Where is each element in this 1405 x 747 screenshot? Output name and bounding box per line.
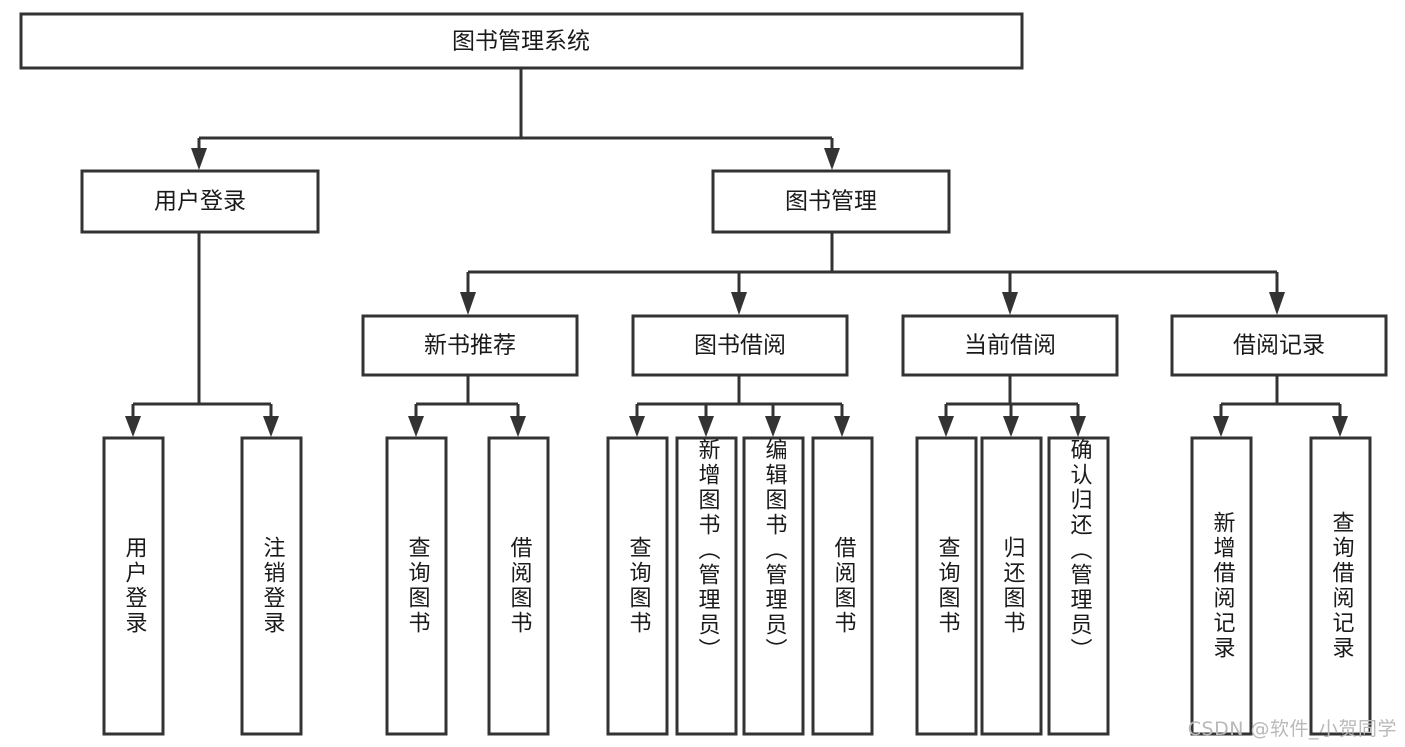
connector-group-current-borrow: [938, 375, 1086, 437]
node-current-borrow-rect: [901, 314, 1119, 377]
leaf-rect-current-borrow-2[interactable]: [1047, 436, 1110, 736]
node-root-system-rect: [19, 12, 1024, 70]
leaf-rect-current-borrow-1[interactable]: [980, 436, 1043, 736]
arrow-newbook-leaf2: [510, 416, 526, 437]
connector-group-book-borrow: [629, 375, 850, 437]
leaf-rect-current-borrow-0[interactable]: [915, 436, 978, 736]
arrow-current-leaf2: [1003, 416, 1019, 437]
node-current-borrow-label: 当前借阅: [964, 333, 1056, 359]
node-user-login-rect: [80, 169, 320, 234]
arrow-current-leaf3: [1070, 416, 1086, 437]
leaf-rect-book-borrow-1[interactable]: [675, 436, 738, 736]
node-root-system[interactable]: 图书管理系统: [19, 12, 1024, 70]
arrow-root-to-user: [191, 148, 207, 170]
arrow-book-to-current: [1002, 292, 1018, 315]
arrow-book-to-borrow: [731, 292, 747, 315]
node-new-book-recommend-rect: [361, 314, 579, 377]
node-book-management-rect: [711, 169, 951, 234]
leaf-rect-user-login-1[interactable]: [240, 436, 303, 736]
node-borrow-record-rect: [1170, 314, 1388, 377]
leaf-rect-new-book-1[interactable]: [487, 436, 550, 736]
leaf-rect-book-borrow-2[interactable]: [742, 436, 805, 736]
arrow-bookborrow-leaf1: [629, 416, 645, 437]
node-book-management-label: 图书管理: [785, 189, 877, 215]
arrow-bookborrow-leaf2: [698, 416, 714, 437]
leaf-rect-borrow-record-1[interactable]: [1309, 436, 1372, 736]
arrow-record-leaf1: [1213, 416, 1229, 437]
arrow-current-leaf1: [938, 416, 954, 437]
node-borrow-record-label: 借阅记录: [1233, 333, 1325, 359]
arrow-newbook-leaf1: [408, 416, 424, 437]
node-book-borrow-rect: [631, 314, 849, 377]
node-borrow-record[interactable]: 借阅记录: [1170, 314, 1388, 377]
leaf-rect-group: [102, 436, 1372, 736]
node-book-management[interactable]: 图书管理: [711, 169, 951, 234]
node-root-system-label: 图书管理系统: [452, 29, 590, 55]
node-book-borrow[interactable]: 图书借阅: [631, 314, 849, 377]
arrow-book-to-record: [1269, 292, 1285, 315]
arrow-bookborrow-leaf3: [765, 416, 781, 437]
leaf-rect-user-login-0[interactable]: [102, 436, 165, 736]
arrow-user-leaf1: [125, 416, 141, 437]
arrow-root-to-book: [824, 148, 840, 170]
node-book-borrow-label: 图书借阅: [694, 333, 786, 359]
arrow-user-leaf2: [263, 416, 279, 437]
leaf-rect-new-book-0[interactable]: [385, 436, 448, 736]
node-new-book-recommend[interactable]: 新书推荐: [361, 314, 579, 377]
connector-group-new-book: [408, 375, 526, 437]
connector-group-borrow-record: [1213, 375, 1348, 437]
node-user-login-label: 用户登录: [154, 189, 246, 215]
arrow-record-leaf2: [1332, 416, 1348, 437]
connector-group-root: [191, 68, 840, 170]
arrow-bookborrow-leaf4: [834, 416, 850, 437]
node-new-book-recommend-label: 新书推荐: [424, 333, 516, 359]
connector-group-user-login: [125, 232, 279, 437]
leaf-rect-borrow-record-0[interactable]: [1190, 436, 1253, 736]
leaf-rect-book-borrow-3[interactable]: [811, 436, 874, 736]
connector-group-book-mgmt: [460, 232, 1285, 315]
node-current-borrow[interactable]: 当前借阅: [901, 314, 1119, 377]
node-user-login[interactable]: 用户登录: [80, 169, 320, 234]
leaf-rect-book-borrow-0[interactable]: [606, 436, 669, 736]
arrow-book-to-new: [460, 292, 476, 315]
